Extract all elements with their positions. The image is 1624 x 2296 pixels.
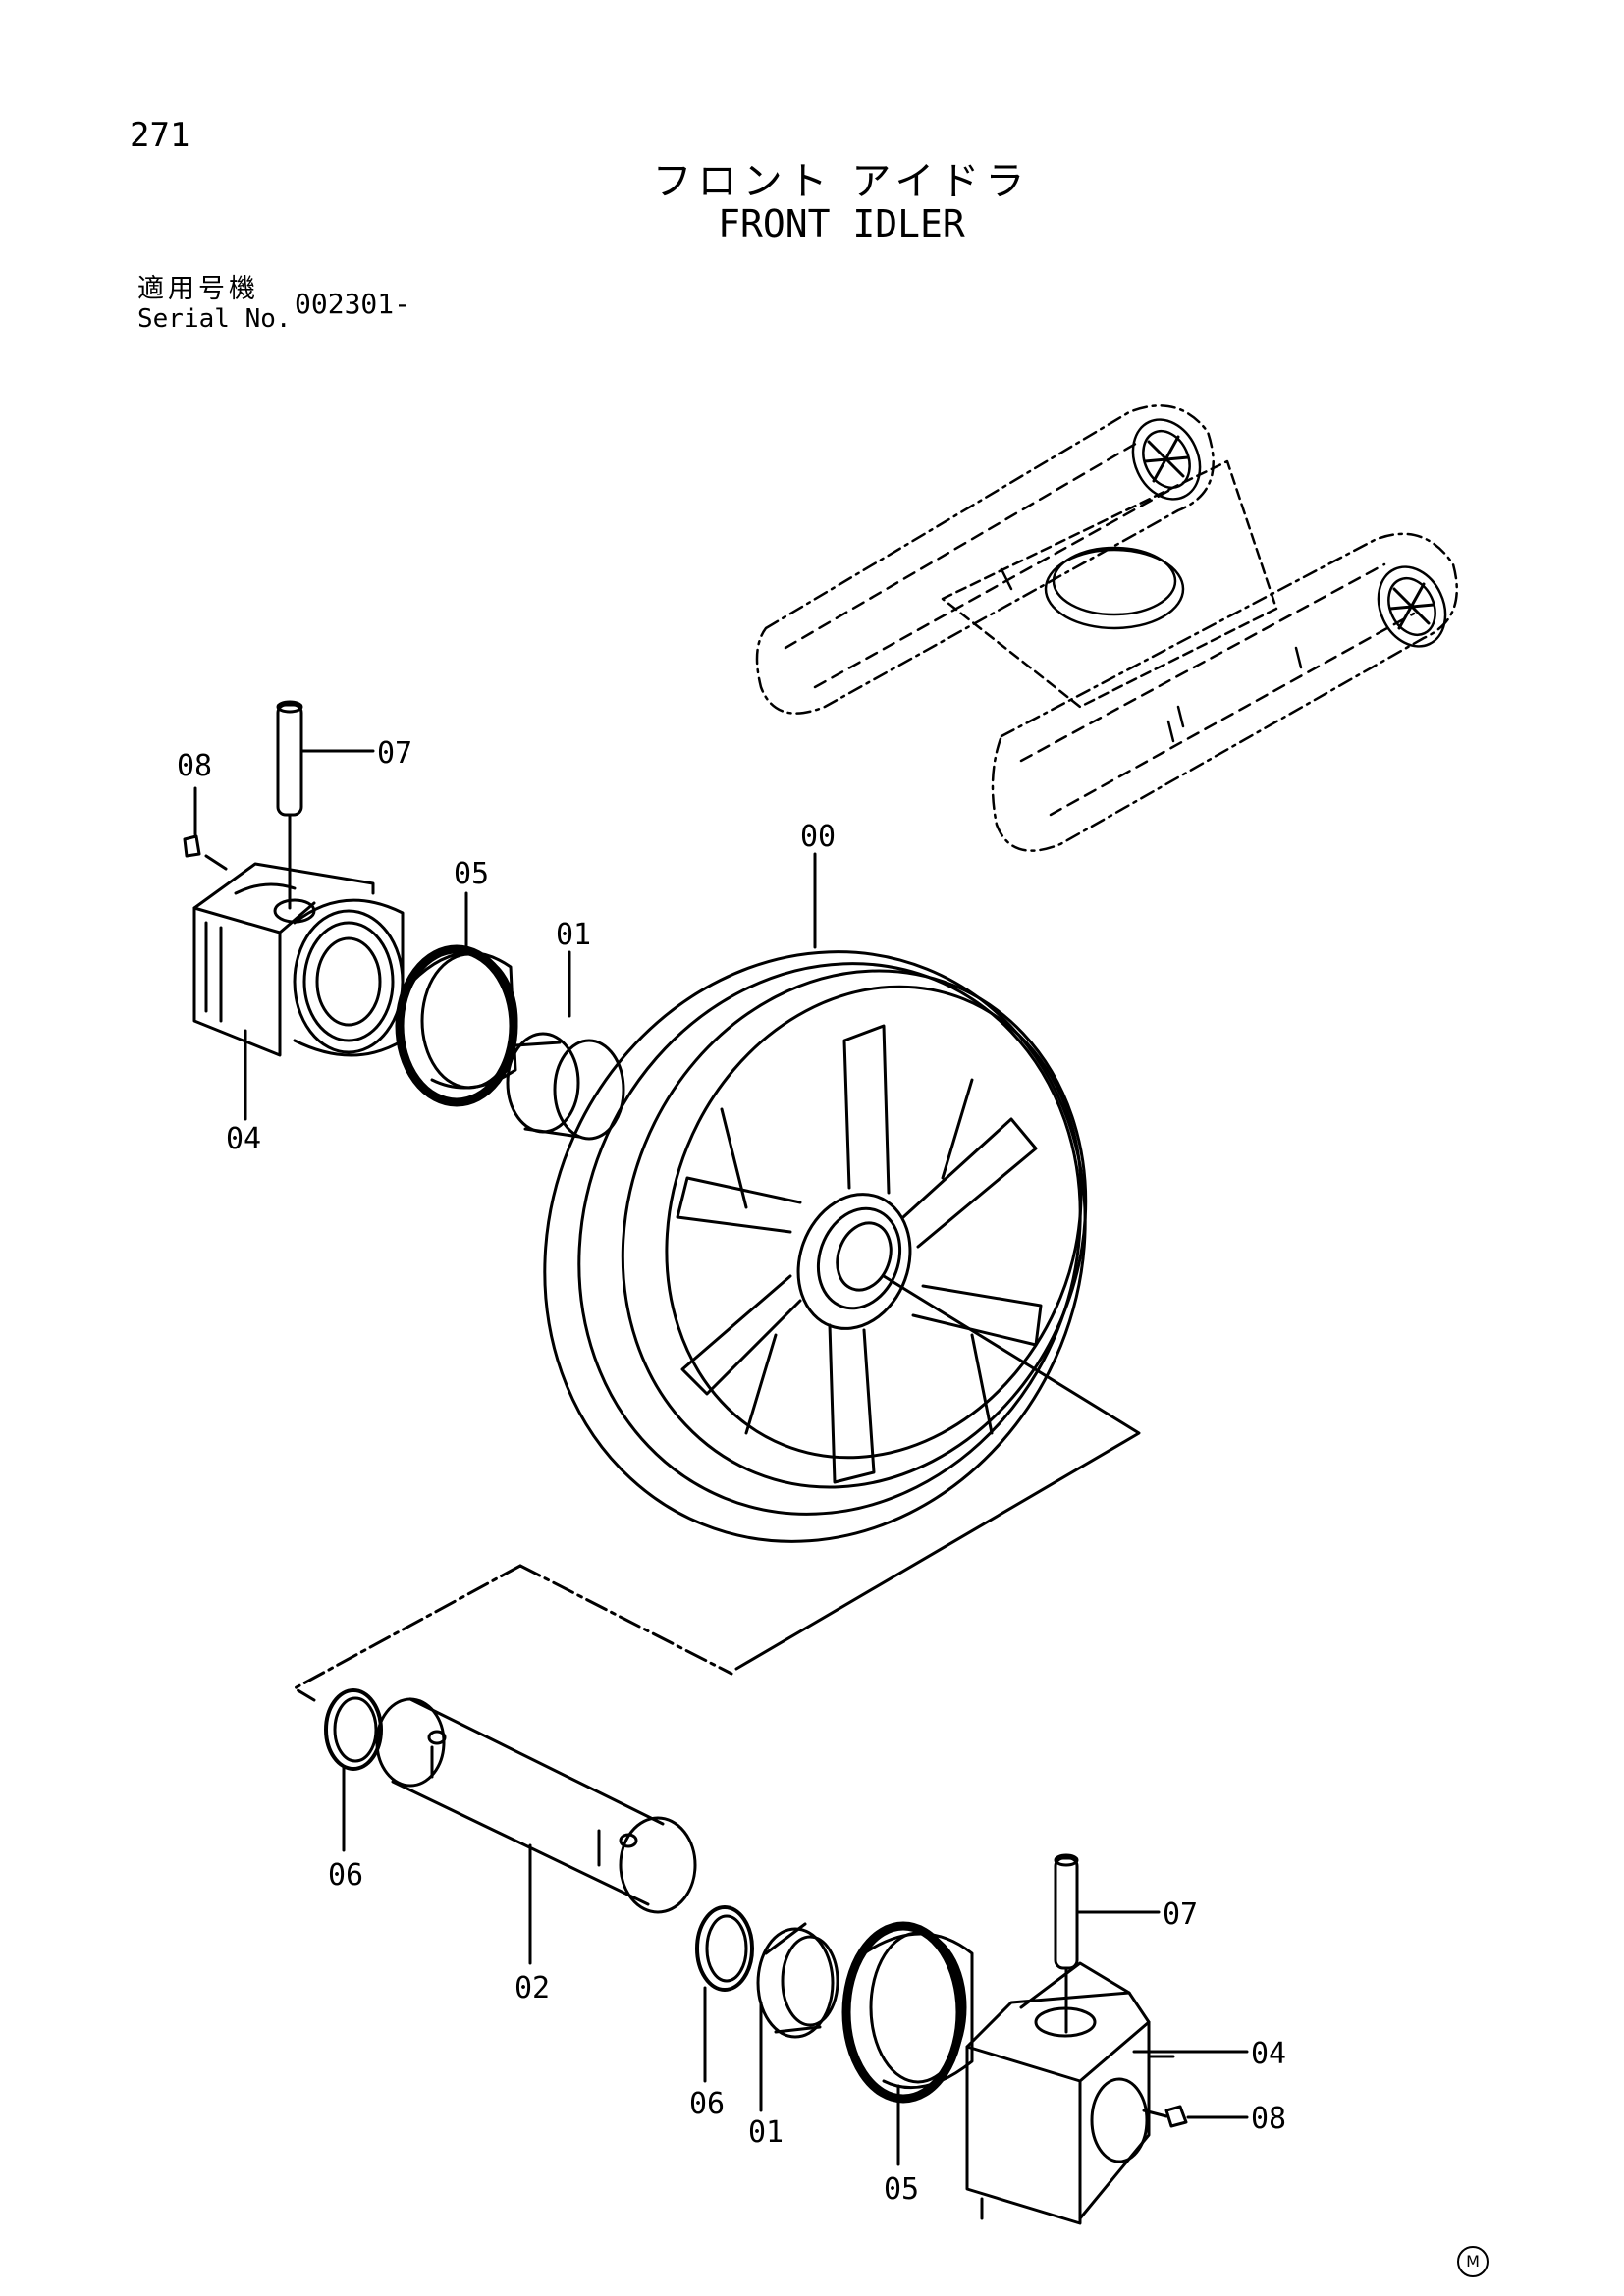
- bolt-08-lower: [1142, 2105, 1249, 2128]
- o-ring-06-left: [324, 1688, 383, 1852]
- callout-04-lower: 04: [1251, 2037, 1286, 2071]
- callout-08-lower: 08: [1251, 2102, 1286, 2136]
- bushing-01-lower: [756, 1922, 839, 2112]
- assembly-outline: [293, 1564, 733, 1702]
- callout-05-upper: 05: [454, 857, 489, 891]
- idler-wheel: [543, 852, 1141, 1671]
- title-japanese: フロント アイドラ: [652, 159, 1031, 204]
- idler-bracket-lower: [965, 1961, 1249, 2225]
- callout-05-lower: 05: [884, 2172, 919, 2207]
- title-english: FRONT IDLER: [718, 202, 965, 245]
- callout-01-upper: 01: [556, 918, 591, 952]
- o-ring-06-right: [695, 1905, 754, 2083]
- page-number: 271: [130, 116, 190, 155]
- bolt-08-upper: [183, 786, 228, 871]
- callout-00: 00: [800, 820, 836, 854]
- serial-label-english: Serial No.: [137, 304, 292, 334]
- callout-07-lower: 07: [1163, 1897, 1198, 1932]
- callout-06-left: 06: [328, 1858, 363, 1893]
- seal-05-upper: [395, 891, 518, 1107]
- callout-06-right: 06: [689, 2087, 725, 2121]
- callout-08-upper: 08: [177, 749, 212, 783]
- undercarriage-overview: [755, 404, 1458, 852]
- bushing-01-upper: [506, 950, 625, 1141]
- pin-07-upper: [276, 700, 375, 910]
- serial-number-value: 002301-: [295, 288, 411, 320]
- idler-bracket-upper: [192, 862, 405, 1057]
- pin-07-lower: [1054, 1853, 1161, 2034]
- callout-02: 02: [514, 1971, 550, 2005]
- copyright-mark: M: [1457, 2246, 1489, 2277]
- seal-05-lower: [841, 1921, 974, 2166]
- shaft-02: [375, 1697, 697, 1965]
- serial-label-japanese: 適用号機: [137, 274, 259, 304]
- callout-01-lower: 01: [748, 2115, 784, 2150]
- callout-04-upper: 04: [226, 1122, 261, 1156]
- callout-07-upper: 07: [377, 736, 412, 771]
